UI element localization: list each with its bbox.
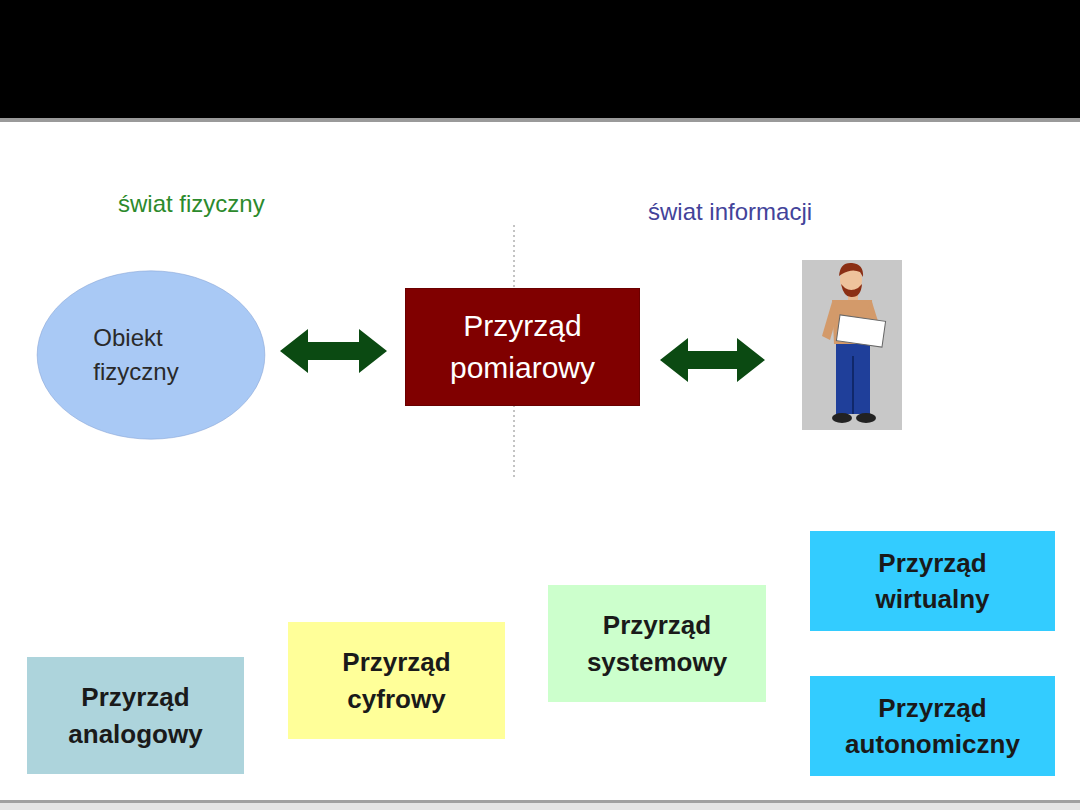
instrument-box: Przyrząd systemowy xyxy=(548,585,766,702)
object-ellipse: Obiekt fizyczny xyxy=(36,270,266,440)
instrument-box: Przyrząd cyfrowy xyxy=(288,622,505,739)
instrument-box: Przyrząd wirtualny xyxy=(810,531,1055,631)
node-text: Przyrząd systemowy xyxy=(587,607,727,680)
region-label: świat fizyczny xyxy=(118,190,265,218)
double-arrow xyxy=(660,338,765,382)
double-arrow xyxy=(280,329,387,373)
instrument-box: Przyrząd pomiarowy xyxy=(405,288,640,406)
node-text: Przyrząd cyfrowy xyxy=(342,644,450,717)
instrument-box: Przyrząd autonomiczny xyxy=(810,676,1055,776)
instrument-box: Przyrząd analogowy xyxy=(27,657,244,774)
ellipse-outline xyxy=(36,270,266,440)
person-illustration xyxy=(802,260,902,430)
node-text: Przyrząd wirtualny xyxy=(875,545,989,618)
title-bar xyxy=(0,0,1080,118)
node-text: Przyrząd autonomiczny xyxy=(845,690,1020,763)
title-bar-rule xyxy=(0,118,1080,122)
region-label: świat informacji xyxy=(648,198,812,226)
node-text: Przyrząd analogowy xyxy=(68,679,202,752)
node-text: Obiekt fizyczny xyxy=(93,321,178,388)
node-text: Przyrząd pomiarowy xyxy=(450,305,595,389)
bottom-rule-line xyxy=(0,800,1080,803)
bottom-rule xyxy=(0,800,1080,810)
